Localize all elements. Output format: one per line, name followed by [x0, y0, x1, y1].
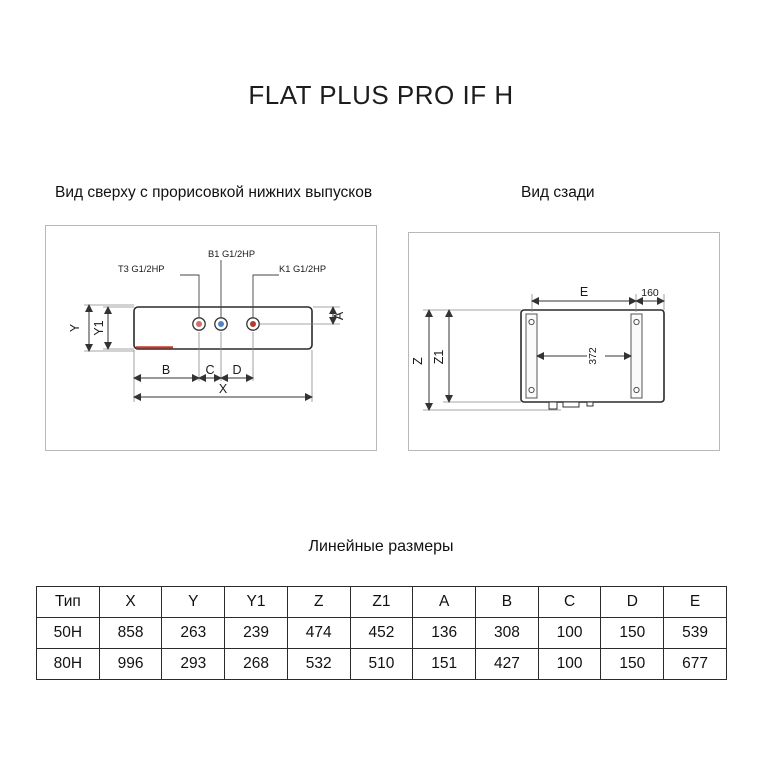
dim-label-160: 160	[641, 287, 659, 299]
dim-label-x: X	[219, 382, 228, 396]
bracket-left-hole-bottom	[528, 386, 535, 394]
bottom-fitting-2	[562, 401, 580, 408]
bracket-right-hole-top	[633, 318, 640, 326]
table-cell: 151	[412, 648, 477, 680]
table-header-cell: E	[663, 586, 727, 618]
table-header-cell: Y1	[224, 586, 288, 618]
table-header-cell: Z1	[349, 586, 414, 618]
dim-label-b: B	[162, 363, 170, 377]
rear-view-label: Вид сзади	[521, 184, 595, 201]
table-row: 50H 858 263 239 474 452 136 308 100 150 …	[36, 617, 727, 649]
callout-t3-leader	[180, 274, 200, 317]
bracket-right-hole-bottom	[633, 386, 640, 394]
table-cell: 427	[475, 648, 539, 680]
top-view-label: Вид сверху с прорисовкой нижних выпусков	[55, 184, 373, 201]
table-cell: 136	[412, 617, 477, 649]
table-row: 80H 996 293 268 532 510 151 427 100 150 …	[36, 648, 727, 680]
table-cell: 100	[537, 617, 602, 649]
bracket-left	[525, 313, 538, 399]
outlet-k1	[250, 321, 256, 327]
dim-label-e: E	[580, 285, 588, 299]
dim-label-y1: Y1	[92, 320, 106, 335]
table-header-cell: D	[600, 586, 665, 618]
dim-label-372: 372	[587, 347, 599, 365]
table-header-cell: X	[98, 586, 163, 618]
dimensions-table: Тип X Y Y1 Z Z1 A B C D E 50H 858 263 23…	[36, 586, 727, 680]
dim-label-a: A	[332, 311, 346, 320]
table-cell: 677	[663, 648, 727, 680]
table-header-cell: Тип	[36, 586, 100, 618]
table-cell: 510	[349, 648, 414, 680]
bracket-right	[630, 313, 643, 399]
table-cell: 80H	[36, 648, 100, 680]
dim-label-c: C	[205, 363, 214, 377]
table-header-row: Тип X Y Y1 Z Z1 A B C D E	[36, 586, 727, 618]
table-cell: 539	[663, 617, 727, 649]
table-header-cell: Y	[161, 586, 226, 618]
table-cell: 858	[98, 617, 163, 649]
table-cell: 239	[224, 617, 288, 649]
table-cell: 532	[286, 648, 351, 680]
table-cell: 150	[600, 617, 665, 649]
outlet-b1	[218, 321, 224, 327]
table-cell: 474	[286, 617, 351, 649]
table-cell: 308	[475, 617, 539, 649]
bracket-left-hole-top	[528, 318, 535, 326]
dimensions-table-wrap: Тип X Y Y1 Z Z1 A B C D E 50H 858 263 23…	[36, 586, 727, 680]
callout-k1-leader	[252, 274, 279, 317]
dim-label-z1: Z1	[432, 350, 446, 365]
callout-t3-label: T3 G1/2HP	[118, 264, 165, 274]
top-view-panel: T3 G1/2HP B1 G1/2HP K1 G1/2HP Y Y1 A	[45, 225, 377, 451]
top-view-drawing: T3 G1/2HP B1 G1/2HP K1 G1/2HP Y Y1 A	[68, 249, 346, 402]
table-cell: 100	[537, 648, 602, 680]
outlet-t3	[196, 321, 202, 327]
table-cell: 150	[600, 648, 665, 680]
table-header-cell: B	[475, 586, 539, 618]
table-cell: 452	[349, 617, 414, 649]
dim-label-d: D	[232, 363, 241, 377]
table-header-cell: C	[537, 586, 602, 618]
dim-label-z: Z	[411, 357, 425, 365]
table-cell: 268	[224, 648, 288, 680]
dim-label-y: Y	[68, 323, 82, 332]
bottom-fitting-3	[586, 401, 594, 407]
table-cell: 293	[161, 648, 226, 680]
page-title: FLAT PLUS PRO IF H	[248, 80, 514, 110]
table-header-cell: Z	[286, 586, 351, 618]
rear-view-drawing: E 160 Z Z1 372	[411, 285, 665, 411]
callout-k1-label: K1 G1/2HP	[279, 264, 326, 274]
rear-view-panel: E 160 Z Z1 372	[408, 232, 720, 451]
table-section-title: Линейные размеры	[308, 538, 454, 555]
table-cell: 50H	[36, 617, 100, 649]
table-header-cell: A	[412, 586, 477, 618]
table-cell: 996	[98, 648, 163, 680]
bottom-fitting-1	[548, 401, 558, 410]
callout-b1-label: B1 G1/2HP	[208, 249, 255, 259]
table-cell: 263	[161, 617, 226, 649]
